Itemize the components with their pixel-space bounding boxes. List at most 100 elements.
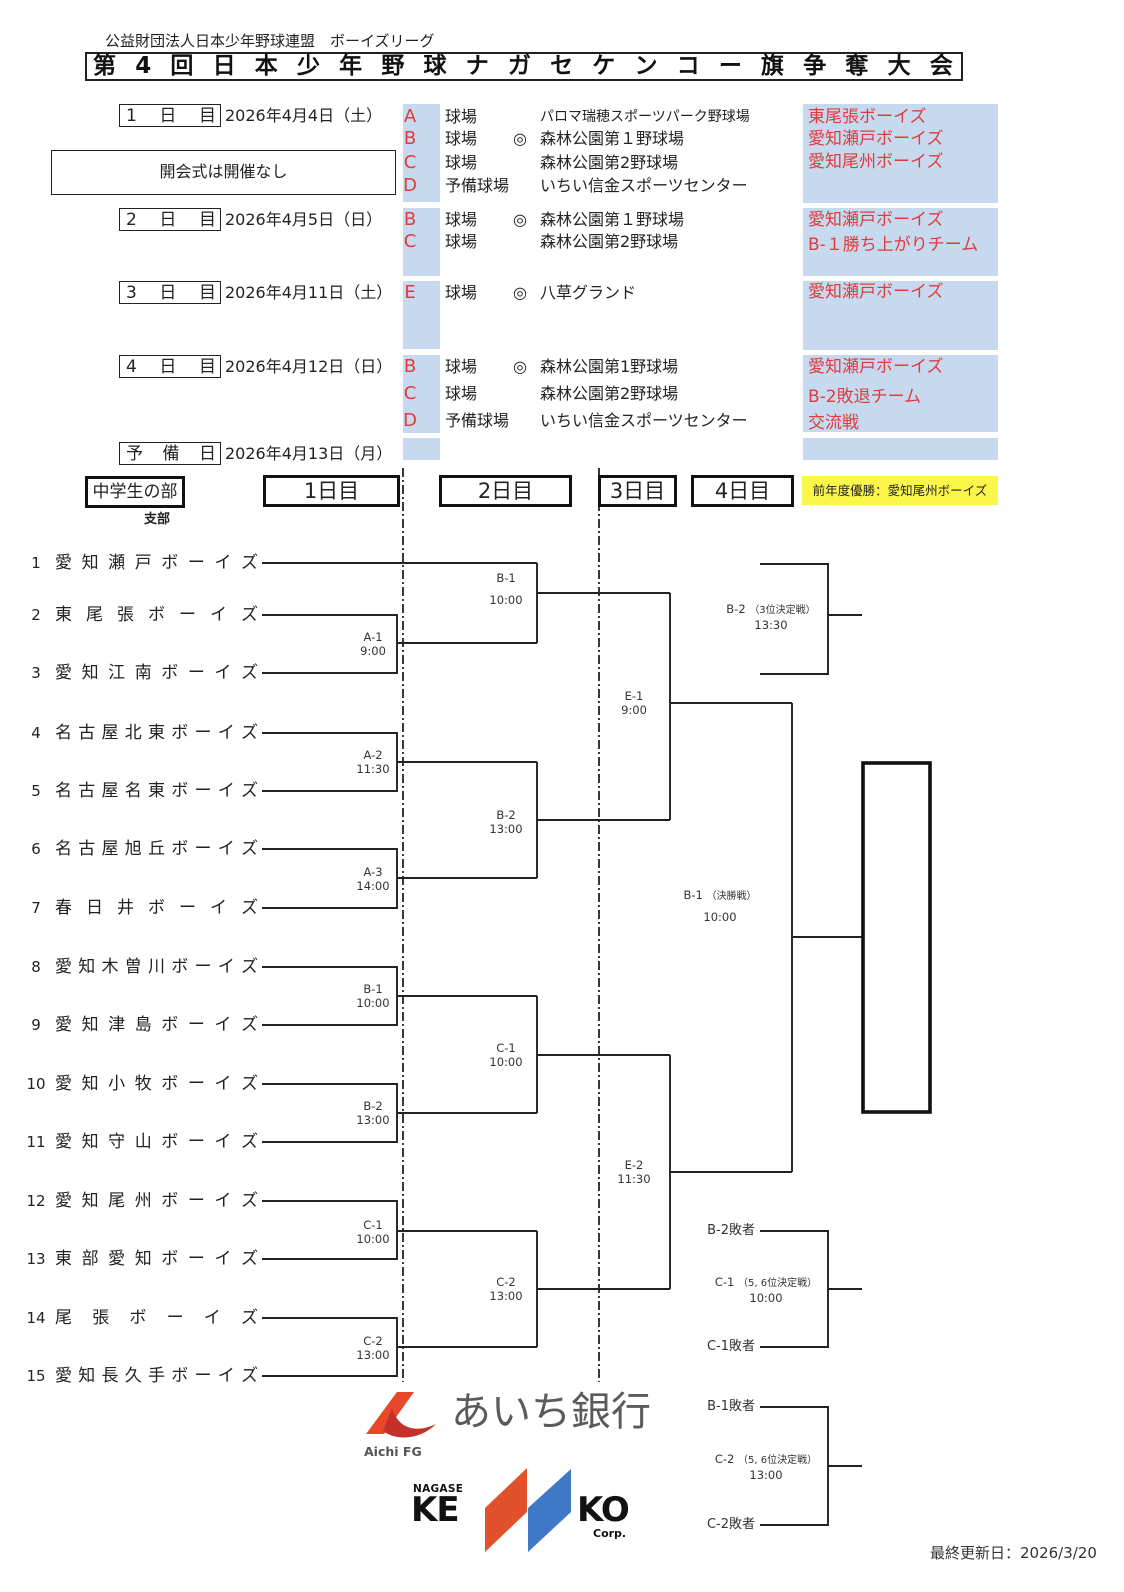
match-code: B-2 xyxy=(726,602,746,616)
final-bracket xyxy=(791,703,862,1172)
glyph: ー xyxy=(187,1074,205,1094)
team-name: 尾張ボーイズ xyxy=(55,1307,258,1329)
match-code: C-1 xyxy=(496,1041,516,1055)
glyph: 屋 xyxy=(101,723,119,743)
glyph: イ xyxy=(214,1015,232,1035)
glyph: 愛 xyxy=(108,1249,126,1269)
r3-bracket-e1 xyxy=(669,593,792,820)
glyph: ズ xyxy=(241,957,258,977)
team-number: 15 xyxy=(26,1367,46,1385)
division-label: 中学生の部 xyxy=(85,476,185,508)
glyph: 戸 xyxy=(134,553,152,573)
defending-champion-badge: 前年度優勝：愛知尾州ボーイズ xyxy=(802,476,998,505)
schedule-team: 愛知尾州ボーイズ xyxy=(808,152,944,172)
team-number: 4 xyxy=(31,724,41,742)
match-code: A-1 xyxy=(363,630,383,644)
glyph: ボ xyxy=(161,663,179,683)
match-code: C-2 xyxy=(363,1334,383,1348)
team-name: 愛知津島ボーイズ xyxy=(55,1014,258,1036)
match-label-fifth-sixth-1: C-1 （5, 6位決定戦） 10:00 xyxy=(698,1275,834,1305)
glyph: ズ xyxy=(240,553,258,573)
schedule-venue-column-day3 xyxy=(403,281,440,349)
glyph: 名 xyxy=(55,839,72,859)
team-name: 東部愛知ボーイズ xyxy=(55,1248,258,1270)
glyph: 4 xyxy=(126,356,137,377)
glyph: 名 xyxy=(55,723,72,743)
glyph: ボ xyxy=(171,957,189,977)
glyph: ー xyxy=(718,53,742,79)
schedule-team: 愛知瀬戸ボーイズ xyxy=(808,129,944,149)
venue-name: 森林公園第１野球場 xyxy=(540,129,685,148)
glyph: 日 xyxy=(159,356,177,377)
glyph: ボ xyxy=(171,723,189,743)
venue-type: 球場 xyxy=(445,357,478,376)
schedule-team-column-day4 xyxy=(803,355,998,432)
glyph: ボ xyxy=(171,781,189,801)
glyph: ン xyxy=(634,53,658,79)
last-updated: 最終更新日：2026/3/20 xyxy=(930,1544,1097,1562)
entrant-label: B-1敗者 xyxy=(707,1399,755,1414)
glyph: ー xyxy=(194,1366,212,1386)
glyph: 州 xyxy=(134,1191,152,1211)
glyph: セ xyxy=(550,53,574,79)
glyph: 久 xyxy=(124,1366,142,1386)
glyph: 部 xyxy=(81,1249,99,1269)
venue-code: B xyxy=(403,356,417,377)
venue-code: C xyxy=(403,231,417,252)
team-name: 春日井ボーイズ xyxy=(55,897,258,919)
fifth-sixth-bracket-2 xyxy=(760,1406,862,1526)
aichi-bank-logo-swoosh-icon xyxy=(383,1408,436,1438)
team-name: 愛知小牧ボーイズ xyxy=(55,1073,258,1095)
day-date-4: 2026年4月12日（日） xyxy=(225,357,393,376)
day-date-reserve: 2026年4月13日（月） xyxy=(225,444,393,463)
glyph: ズ xyxy=(240,1249,258,1269)
glyph: ボ xyxy=(161,1249,179,1269)
match-label-fifth-sixth-2: C-2 （5, 6位決定戦） 13:00 xyxy=(698,1452,834,1482)
glyph: ボ xyxy=(148,898,165,918)
venue-code: B xyxy=(403,209,417,230)
glyph: 目 xyxy=(198,356,216,377)
glyph: 丘 xyxy=(148,839,165,859)
glyph: 愛 xyxy=(55,1015,72,1035)
glyph: イ xyxy=(217,1366,235,1386)
glyph: 古 xyxy=(78,781,96,801)
glyph: 南 xyxy=(134,663,152,683)
venue-name: 森林公園第2野球場 xyxy=(540,153,679,172)
venue-name: いちい信金スポーツセンター xyxy=(540,176,748,195)
r1-bracket-a1 xyxy=(262,614,398,674)
kenko-logo-ko: KO xyxy=(577,1490,630,1530)
fifth-sixth-bracket-1 xyxy=(760,1230,862,1348)
glyph: 長 xyxy=(101,1366,119,1386)
glyph: ズ xyxy=(240,663,258,683)
glyph: ガ xyxy=(507,53,531,79)
glyph: ボ xyxy=(161,553,179,573)
glyph: ー xyxy=(194,957,212,977)
glyph: 知 xyxy=(81,1015,99,1035)
venue-name: 森林公園第2野球場 xyxy=(540,384,679,403)
team-number: 1 xyxy=(31,554,41,572)
kenko-logo-blue-mark-icon xyxy=(528,1469,571,1552)
glyph: 目 xyxy=(198,209,216,230)
team-number: 14 xyxy=(26,1309,46,1327)
match-code: B-1 xyxy=(363,982,383,996)
match-time: 10:00 xyxy=(489,593,523,607)
glyph: 日 xyxy=(159,209,177,230)
glyph: 3 xyxy=(126,282,137,303)
glyph: 愛 xyxy=(55,1074,72,1094)
glyph: コ xyxy=(676,53,700,79)
match-code: C-2 xyxy=(714,1452,735,1466)
glyph: 知 xyxy=(81,553,99,573)
venue-name: 森林公園第2野球場 xyxy=(540,232,679,251)
entrant-label: B-2敗者 xyxy=(707,1223,755,1238)
match-time: 10:00 xyxy=(356,1232,390,1246)
glyph: 知 xyxy=(78,957,96,977)
team-number: 3 xyxy=(31,664,41,682)
venue-name: パロマ瑞穂スポーツパーク野球場 xyxy=(540,109,750,125)
team-name: 愛知長久手ボーイズ xyxy=(55,1365,258,1387)
glyph: 奪 xyxy=(845,53,869,79)
glyph: ズ xyxy=(241,605,258,625)
match-time: 13:00 xyxy=(356,1348,390,1362)
